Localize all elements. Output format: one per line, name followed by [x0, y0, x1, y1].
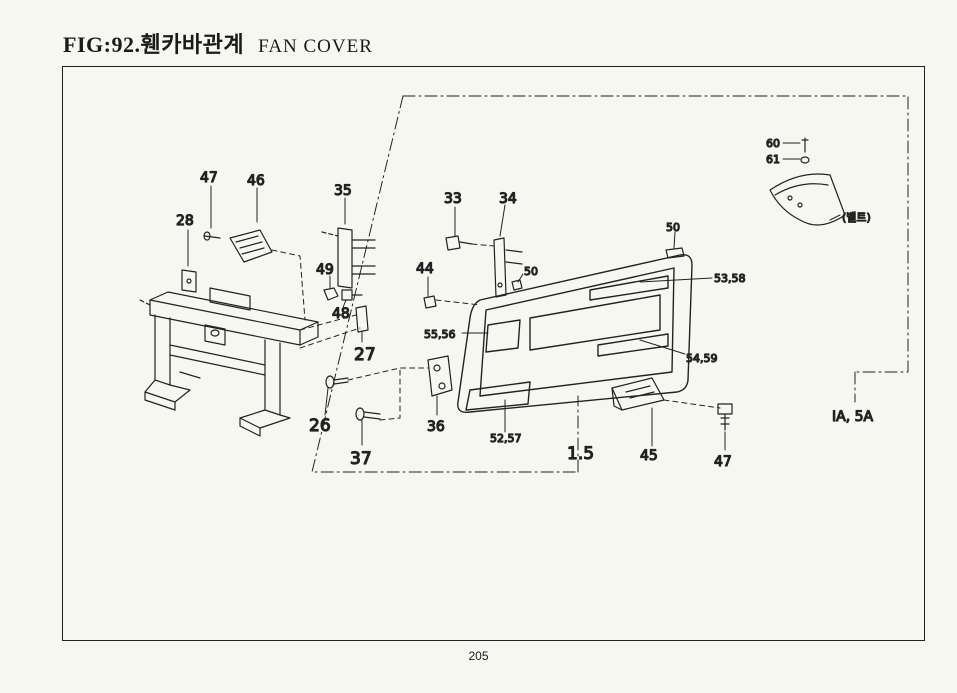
callout-belt: (벨트): [842, 211, 871, 224]
bracket-frame: [139, 287, 319, 437]
callout-34: 34: [499, 191, 517, 207]
callout-60: 60: [766, 137, 780, 150]
fan-cover-shell: [457, 254, 693, 413]
part-50-clip-mid: [511, 279, 523, 291]
part-60-bolt: [801, 137, 809, 153]
part-48-bolt: [341, 289, 363, 301]
callout-27: 27: [354, 345, 376, 365]
page-number: 205: [468, 649, 489, 663]
callout-47-left: 47: [200, 170, 218, 186]
assembly-group-outline: [311, 95, 909, 473]
korean-title: 휀카바관계: [140, 32, 245, 57]
belt-inset: [769, 173, 846, 226]
part-26-bolt: [325, 375, 349, 389]
part-33-fastener: [445, 235, 473, 251]
part-46-plate: [229, 229, 273, 263]
page-title: FIG:92.휀카바관계 FAN COVER: [63, 27, 373, 59]
part-28-bracket: [181, 269, 197, 293]
callout-36: 36: [427, 419, 445, 435]
part-36-plate: [427, 355, 453, 397]
callout-28: 28: [176, 213, 194, 229]
english-title: FAN COVER: [258, 36, 373, 57]
callout-50-mid: 50: [524, 265, 538, 278]
callout-50-top: 50: [666, 221, 680, 234]
callout-44: 44: [416, 261, 434, 277]
assembly-guides: [271, 243, 721, 421]
figure-number: FIG:92.: [63, 32, 141, 57]
callout-52-57: 52,57: [490, 432, 522, 445]
callout-35: 35: [334, 183, 352, 199]
part-34-bracket: [493, 237, 523, 298]
callout-61: 61: [766, 153, 780, 166]
callout-33: 33: [444, 191, 462, 207]
part-61-washer: [800, 156, 810, 164]
callout-45: 45: [640, 448, 658, 464]
part-44-nut: [423, 295, 437, 309]
callout-1a-5a: IA, 5A: [832, 409, 874, 425]
callout-53-58: 53,58: [714, 272, 746, 285]
callout-1-5: 1.5: [567, 444, 594, 464]
part-27-clip: [355, 305, 369, 333]
callout-49: 49: [316, 262, 334, 278]
callout-47-right: 47: [714, 454, 732, 470]
callout-48: 48: [332, 306, 350, 322]
part-47-bolt-right: [717, 403, 733, 431]
diagram-frame: [62, 66, 925, 641]
leader-lines: [187, 142, 841, 451]
callout-54-59: 54,59: [686, 352, 718, 365]
callout-55-56: 55,56: [424, 328, 456, 341]
part-35-bracket: [321, 227, 376, 289]
part-49-nut: [323, 287, 339, 301]
callout-26: 26: [309, 416, 331, 436]
callout-46: 46: [247, 173, 265, 189]
callout-37: 37: [350, 449, 372, 469]
part-37-bolt: [355, 407, 381, 421]
part-50-clip-top: [665, 247, 685, 259]
part-47-screw-left: [203, 231, 221, 241]
